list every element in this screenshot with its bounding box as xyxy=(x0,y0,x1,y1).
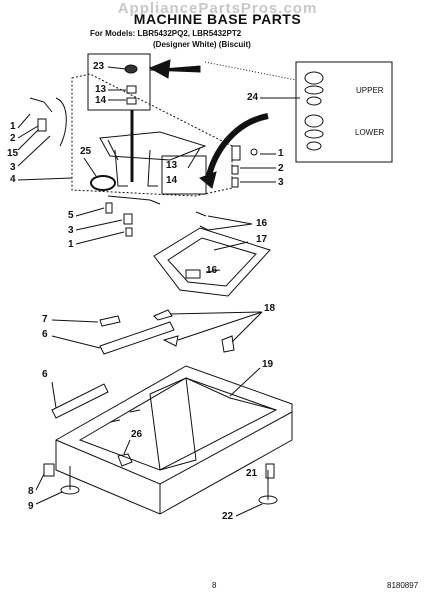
inset-leader xyxy=(204,61,297,81)
bracket-left xyxy=(29,97,53,113)
callout-3-right: 3 xyxy=(278,177,284,188)
callout-1-center: 1 xyxy=(68,239,74,250)
curved-arrow xyxy=(205,113,269,181)
callout-1-right: 1 xyxy=(278,148,284,159)
part-7 xyxy=(99,315,121,327)
callout-8: 8 xyxy=(28,486,34,497)
callout-4: 4 xyxy=(10,174,16,185)
callout-25: 25 xyxy=(80,146,92,157)
watermark: AppliancePartsPros.com xyxy=(117,0,318,17)
callout-24: 24 xyxy=(247,92,259,103)
callout-7: 7 xyxy=(42,314,48,325)
callout-14-lower: 14 xyxy=(166,175,178,186)
callout-26: 26 xyxy=(131,429,143,440)
callout-18: 18 xyxy=(264,303,276,314)
hub-parts-box xyxy=(87,53,151,111)
callout-13: 13 xyxy=(95,84,107,95)
callout-1: 1 xyxy=(10,121,16,132)
callout-6-lower: 6 xyxy=(42,369,48,380)
spring-parts-box xyxy=(161,155,207,195)
page-number: 8 xyxy=(212,581,217,590)
model-numbers: For Models: LBR5432PQ2, LBR5432PT2 xyxy=(90,29,242,38)
callout-19: 19 xyxy=(262,359,274,370)
gearcase xyxy=(99,131,207,161)
inset-upper-label: UPPER xyxy=(356,86,384,95)
callout-16-support: 16 xyxy=(206,265,218,276)
tub-support xyxy=(153,227,271,297)
callout-21: 21 xyxy=(246,468,258,479)
callout-22: 22 xyxy=(222,511,234,522)
color-variants: (Designer White) (Biscuit) xyxy=(153,40,251,49)
callout-2: 2 xyxy=(10,133,16,144)
callout-14: 14 xyxy=(95,95,107,106)
callout-2-right: 2 xyxy=(278,163,284,174)
leader-lines xyxy=(17,66,296,517)
hub-group-outline xyxy=(71,73,233,197)
callout-16: 16 xyxy=(256,218,268,229)
page-title: MACHINE BASE PARTS xyxy=(133,11,302,27)
callout-9: 9 xyxy=(28,501,34,512)
hub-cap xyxy=(124,64,138,74)
part-6-upper xyxy=(99,321,175,355)
callout-13-lower: 13 xyxy=(166,160,178,171)
machine-base xyxy=(55,365,293,515)
callout-3: 3 xyxy=(10,162,16,173)
part-6-lower xyxy=(51,383,109,419)
seal-inset-box xyxy=(295,61,393,163)
document-number: 8180897 xyxy=(387,581,419,590)
drive-belt xyxy=(90,175,116,191)
callout-23: 23 xyxy=(93,61,105,72)
callout-15: 15 xyxy=(7,148,19,159)
callout-6: 6 xyxy=(42,329,48,340)
callout-17: 17 xyxy=(256,234,268,245)
inset-lower-label: LOWER xyxy=(355,128,385,137)
cam xyxy=(117,453,133,467)
callout-3-center: 3 xyxy=(68,225,74,236)
callout-5: 5 xyxy=(68,210,74,221)
